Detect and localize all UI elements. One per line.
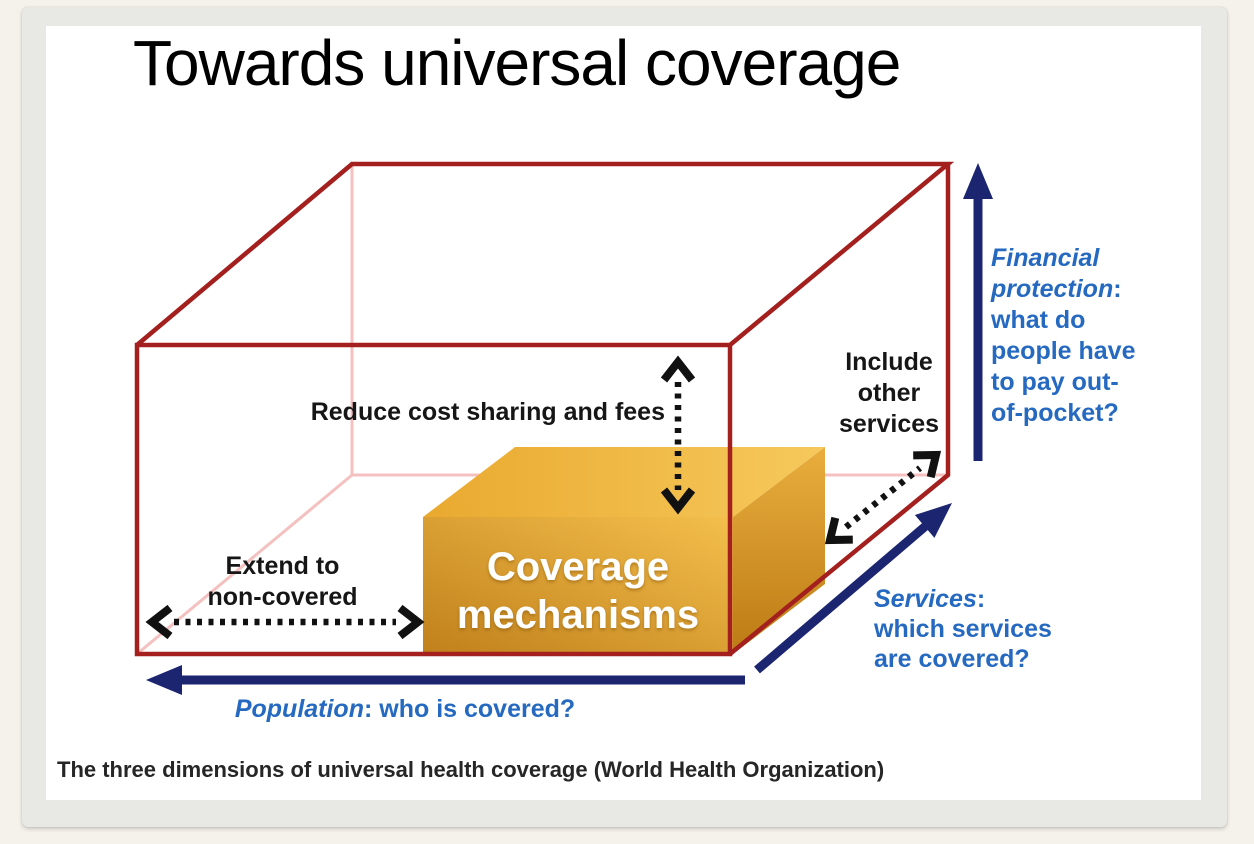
population-axis-label: Population: who is covered? [234,695,576,723]
reduce-label: Reduce cost sharing and fees [310,398,665,426]
figure-caption: The three dimensions of universal health… [57,757,885,782]
page-title: Towards universal coverage [133,27,901,99]
